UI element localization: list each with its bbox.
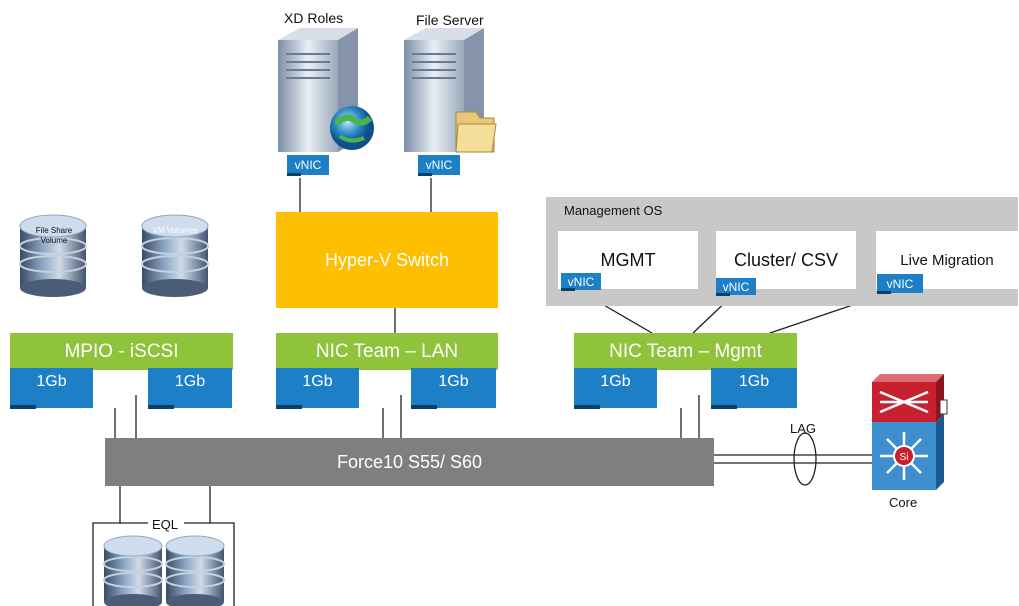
web-server-icon [278,28,374,152]
lag-label: LAG [790,421,817,436]
xd-roles-vnic: vNIC [287,155,329,176]
vm-volumes-label: VM Volumes [152,226,198,235]
force10-switch: Force10 S55/ S60 [105,438,714,486]
live-migration-vnic: vNIC [877,274,923,294]
mgmt-port-2: 1Gb [711,368,797,409]
xd-roles-label: XD Roles [284,10,344,26]
file-server-label: File Server [416,12,484,28]
lan-port-1: 1Gb [276,368,359,409]
storage-volume-icons [19,214,209,297]
vm-volumes-icon [141,214,209,297]
file-server-icon [404,28,497,153]
management-os-title: Management OS [564,203,663,218]
file-share-volume-icon [19,214,87,297]
cluster-vnic: vNIC [716,278,756,296]
file-server-vnic: vNIC [418,155,460,176]
nic-team-lan: NIC Team – LAN [276,333,498,370]
mgmt-vnic: vNIC [561,273,601,291]
svg-text:Si: Si [900,452,909,463]
core-switch-icon: Si [872,374,948,490]
lan-port-2: 1Gb [411,368,496,409]
management-os-panel: Management OS MGMT Cluster/ CSV Live Mig… [546,197,1018,306]
core-label: Core [889,495,918,510]
mpio-iscsi-team: MPIO - iSCSI [10,333,233,370]
eql-storage-icons [103,535,225,606]
mgmt-box: MGMT [558,231,698,289]
nic-team-mgmt: NIC Team – Mgmt [574,333,797,370]
mgmt-port-1: 1Gb [574,368,657,409]
hyperv-switch: Hyper-V Switch [276,212,498,308]
mpio-port-2: 1Gb [148,368,232,409]
file-share-volume-label: File Share Volume [35,226,73,245]
eql-label: EQL [152,517,179,532]
mpio-port-1: 1Gb [10,368,93,409]
